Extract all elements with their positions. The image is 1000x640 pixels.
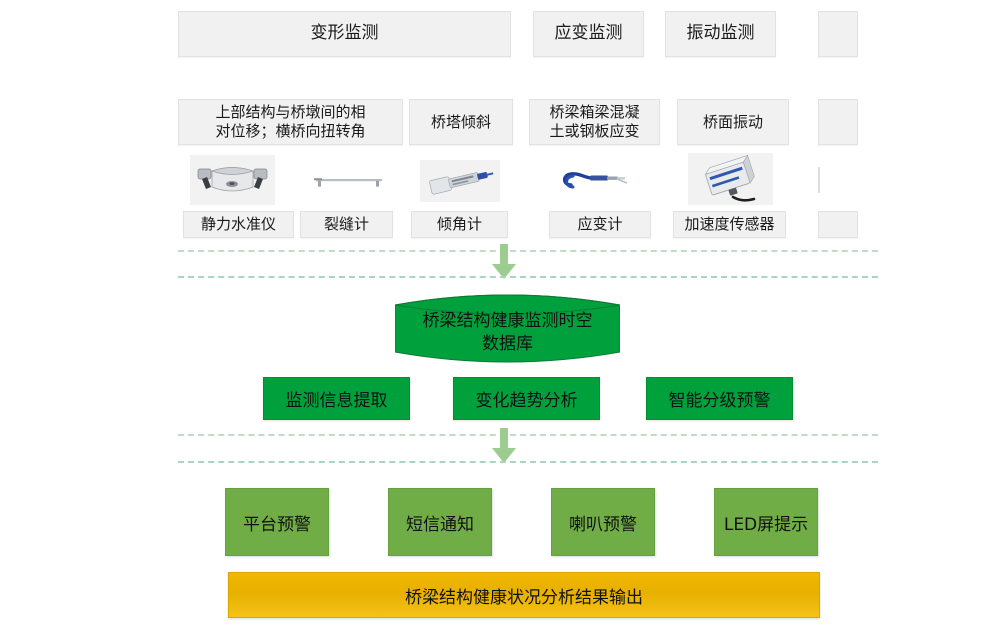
sensor-label: 静力水准仪 [200, 215, 276, 234]
sensor-photo-clipped [818, 155, 858, 205]
sensor-label: 裂缝计 [323, 215, 369, 234]
sensor-photo-strain-gauge [557, 163, 637, 199]
alert-box-led-display[interactable]: LED屏提示 [714, 488, 818, 556]
category-label: 变形监测 [310, 23, 379, 44]
separator-lower-top [178, 434, 878, 436]
sensor-label-accelerometer[interactable]: 加速度传感器 [673, 211, 786, 238]
sensor-photo-crack-meter [310, 168, 390, 194]
category-box-clipped[interactable] [818, 11, 858, 57]
description-box-tower-tilt[interactable]: 桥塔倾斜 [409, 99, 513, 145]
sensor-label: 倾角计 [436, 215, 482, 234]
database-cylinder[interactable]: 桥梁结构健康监测时空 数据库 [395, 293, 620, 364]
sensor-label: 加速度传感器 [684, 215, 775, 234]
sensor-label-clipped[interactable] [818, 211, 858, 238]
sensor-photo-accelerometer [688, 153, 773, 205]
process-label: 监测信息提取 [285, 391, 388, 411]
alert-label: 喇叭预警 [569, 514, 637, 535]
sensor-photo-hydrostatic-level [190, 155, 275, 205]
sensor-label-strain-gauge[interactable]: 应变计 [549, 211, 651, 238]
description-box-clipped[interactable] [818, 99, 858, 145]
category-label: 应变监测 [554, 23, 623, 44]
alert-box-platform-warning[interactable]: 平台预警 [225, 488, 329, 556]
output-label: 桥梁结构健康状况分析结果输出 [405, 587, 643, 608]
sensor-label: 应变计 [577, 215, 623, 234]
category-box-strain[interactable]: 应变监测 [533, 11, 644, 57]
process-box-info-extraction[interactable]: 监测信息提取 [263, 377, 410, 420]
sensor-photo-inclinometer [420, 160, 500, 202]
alert-label: 短信通知 [406, 514, 474, 535]
alert-box-speaker-warning[interactable]: 喇叭预警 [551, 488, 655, 556]
description-box-girder-strain[interactable]: 桥梁箱梁混凝 土或钢板应变 [529, 99, 660, 145]
category-label: 振动监测 [686, 23, 755, 44]
process-label: 智能分级预警 [668, 391, 771, 411]
separator-upper-top [178, 250, 878, 252]
description-box-deck-vibration[interactable]: 桥面振动 [677, 99, 789, 145]
alert-box-sms-notification[interactable]: 短信通知 [388, 488, 492, 556]
category-box-deformation[interactable]: 变形监测 [178, 11, 511, 57]
description-box-relative-displacement[interactable]: 上部结构与桥墩间的相 对位移；横桥向扭转角 [178, 99, 403, 145]
description-label: 桥塔倾斜 [430, 112, 491, 131]
separator-upper-bottom [178, 276, 878, 278]
sensor-label-inclinometer[interactable]: 倾角计 [411, 211, 508, 238]
alert-label: LED屏提示 [723, 514, 809, 535]
output-bar[interactable]: 桥梁结构健康状况分析结果输出 [228, 572, 820, 618]
description-label: 桥面振动 [702, 112, 763, 131]
description-label: 上部结构与桥墩间的相 对位移；横桥向扭转角 [215, 103, 366, 140]
process-box-graded-warning[interactable]: 智能分级预警 [646, 377, 793, 420]
process-label: 变化趋势分析 [475, 391, 578, 411]
process-box-trend-analysis[interactable]: 变化趋势分析 [453, 377, 600, 420]
separator-lower-bottom [178, 461, 878, 463]
description-label: 桥梁箱梁混凝 土或钢板应变 [549, 103, 640, 140]
arrow-to-database [489, 244, 519, 280]
alert-label: 平台预警 [243, 514, 311, 535]
sensor-label-hydrostatic-level[interactable]: 静力水准仪 [183, 211, 294, 238]
category-box-vibration[interactable]: 振动监测 [665, 11, 776, 57]
database-label: 桥梁结构健康监测时空 数据库 [422, 310, 593, 354]
arrow-to-alerts [489, 428, 519, 464]
sensor-label-crack-meter[interactable]: 裂缝计 [300, 211, 393, 238]
